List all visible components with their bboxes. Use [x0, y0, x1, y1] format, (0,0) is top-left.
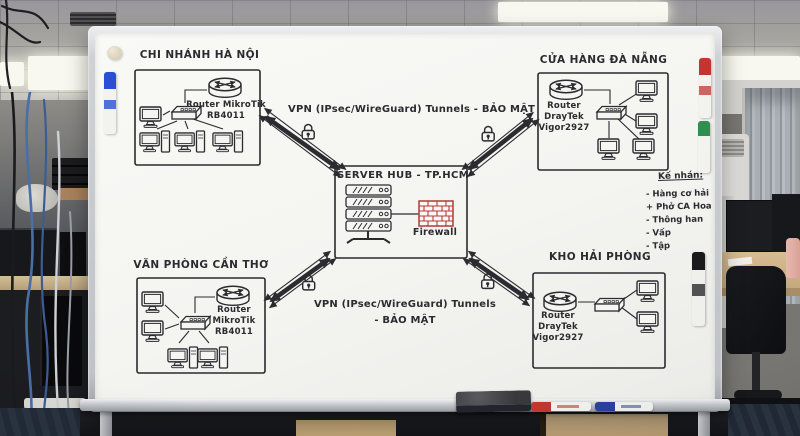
- tray-red-marker-cap: [531, 402, 551, 411]
- board-leg-right: [698, 412, 710, 436]
- old-monitor: [0, 228, 58, 278]
- tray-red-marker: [531, 402, 591, 411]
- tray-blue-marker-cap: [595, 402, 615, 411]
- black-marker-label: [692, 284, 705, 296]
- network-diagram: [134, 69, 669, 374]
- plastic-bag: [16, 184, 58, 212]
- ceiling-cables: [0, 0, 50, 90]
- green-marker-body: [698, 136, 710, 173]
- switch-icon: [594, 297, 625, 312]
- hanoi-lan: [140, 78, 243, 152]
- office-chair-back: [726, 266, 786, 354]
- danang-lan: [550, 80, 658, 161]
- desktop-pc-icon: [198, 347, 228, 368]
- server-unit-icon: [345, 208, 392, 220]
- black-marker-body: [692, 270, 705, 326]
- red-marker-cap: [699, 58, 711, 75]
- desktop-pc-icon: [140, 131, 170, 152]
- hanging-cables: [10, 92, 73, 436]
- monitor-icon: [635, 113, 658, 136]
- router-icon: [217, 286, 249, 305]
- switch-icon: [180, 315, 211, 330]
- ceiling-light-panel: [0, 62, 24, 86]
- ac-grille: [719, 139, 744, 157]
- pink-tumbler: [786, 238, 800, 278]
- desktop-pc-icon: [168, 347, 198, 368]
- monitor-icon: [141, 291, 164, 314]
- server-unit-icon: [345, 220, 392, 232]
- green-marker-cap: [698, 121, 710, 136]
- tunnel-hanoi-hub: [258, 107, 347, 178]
- desktop-pc-icon: [213, 131, 243, 152]
- cantho-box: [136, 277, 266, 374]
- desktop-pc-icon: [175, 131, 205, 152]
- monitor-icon: [635, 80, 658, 103]
- black-marker: [692, 252, 705, 326]
- blue-marker-label: [104, 100, 116, 109]
- board-leg-left: [100, 412, 112, 436]
- tray-blue-marker: [595, 402, 653, 411]
- black-marker-cap: [692, 252, 705, 270]
- switch-icon: [596, 105, 627, 120]
- router-icon: [209, 78, 241, 97]
- power-strip: [24, 398, 86, 411]
- server-unit-icon: [345, 184, 392, 196]
- green-marker: [698, 121, 710, 173]
- blue-marker-cap: [104, 72, 116, 89]
- tunnel-haiphong-hub: [462, 250, 536, 307]
- cantho-lan: [141, 286, 249, 368]
- ceiling-vent: [70, 12, 116, 26]
- firewall-icon: [418, 200, 454, 227]
- blue-marker: [104, 72, 116, 134]
- monitor-icon: [139, 106, 162, 129]
- vpn-tunnels: [258, 107, 540, 309]
- wood-panel-a: [296, 420, 396, 436]
- tunnel-danang-hub: [461, 111, 540, 178]
- round-magnet: [107, 46, 122, 60]
- router-icon: [544, 292, 576, 311]
- cardboard-box: [58, 188, 89, 200]
- wood-panel-b: [540, 414, 668, 436]
- monitor-icon: [597, 138, 620, 161]
- office-chair-base: [734, 390, 782, 400]
- hub-box: [334, 165, 468, 259]
- monitor-icon: [632, 138, 655, 161]
- tray-red-marker-label: [557, 405, 579, 408]
- padlock-icon: [301, 123, 315, 140]
- ceiling-light-panel: [498, 2, 668, 22]
- switch-icon: [171, 105, 202, 120]
- tunnel-cantho-hub: [263, 250, 337, 309]
- board-eraser: [455, 390, 532, 413]
- office-chair-post: [752, 352, 760, 394]
- red-marker-body: [699, 75, 711, 118]
- tray-blue-marker-label: [621, 405, 641, 408]
- hub-servers: [345, 184, 419, 244]
- router-icon: [550, 80, 582, 99]
- monitor-icon: [636, 280, 659, 303]
- padlock-icon: [481, 125, 495, 142]
- haiphong-box: [532, 272, 666, 369]
- haiphong-lan: [544, 280, 659, 334]
- desk-edge-left: [0, 276, 96, 290]
- desk-monitor-1: [726, 200, 776, 252]
- blue-marker-body: [104, 89, 116, 134]
- monitor-icon: [636, 311, 659, 334]
- pc-tower: [60, 232, 86, 278]
- monitor-icon: [141, 320, 164, 343]
- server-unit-icon: [345, 196, 392, 208]
- red-marker-label: [699, 86, 711, 95]
- whiteboard-surface: [95, 33, 715, 405]
- red-marker: [699, 58, 711, 118]
